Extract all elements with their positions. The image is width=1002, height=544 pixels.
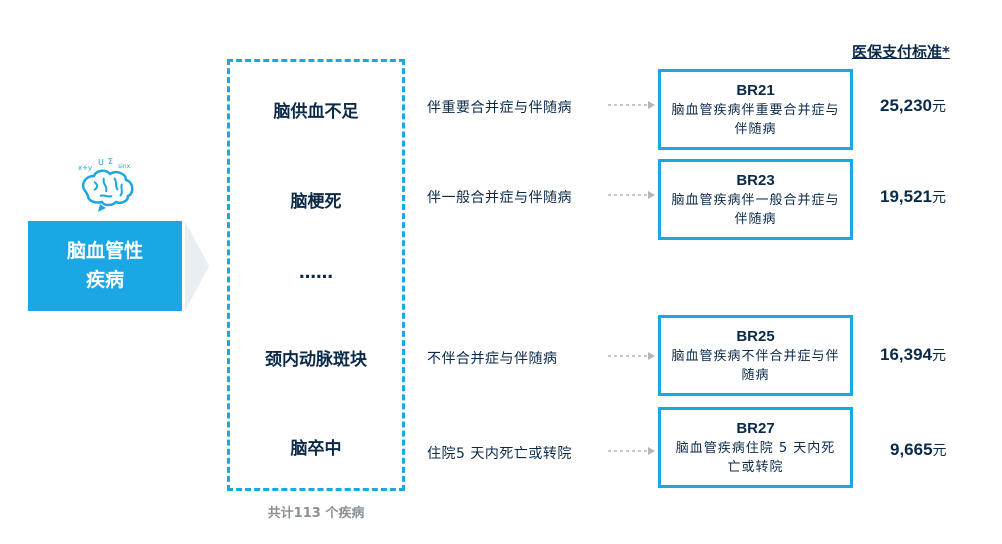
drg-group-box: BR21 脑血管疾病伴重要合并症与伴随病 (658, 69, 853, 150)
disease-item: 脑供血不足 (273, 102, 359, 122)
dashed-arrow-icon (608, 191, 655, 199)
price-column-header: 医保支付标准* (852, 43, 950, 61)
payment-standard: 16,394元 (880, 345, 946, 365)
drg-code: BR23 (736, 171, 775, 189)
disease-list-box (227, 59, 405, 491)
dashed-arrow-icon (608, 352, 655, 360)
svg-text:Σ: Σ (108, 157, 113, 166)
drg-group-box: BR25 脑血管疾病不伴合并症与伴随病 (658, 315, 853, 396)
category-label-line2: 疾病 (85, 269, 124, 291)
price-unit: 元 (932, 190, 946, 206)
drg-description: 脑血管疾病不伴合并症与伴随病 (671, 348, 840, 383)
drg-group-box: BR27 脑血管疾病住院 5 天内死亡或转院 (658, 407, 853, 488)
drg-description: 脑血管疾病伴重要合并症与伴随病 (671, 102, 840, 137)
brain-icon: x+y U Σ sinx (78, 157, 134, 212)
drg-description: 脑血管疾病伴一般合并症与伴随病 (671, 192, 840, 227)
condition-label: 不伴合并症与伴随病 (427, 351, 558, 367)
category-label-line1: 脑血管性 (66, 240, 143, 262)
drg-description: 脑血管疾病住院 5 天内死亡或转院 (675, 440, 836, 475)
condition-label: 伴一般合并症与伴随病 (427, 190, 572, 206)
price-unit: 元 (932, 99, 946, 115)
disease-item: 颈内动脉斑块 (265, 350, 367, 370)
drg-code: BR21 (736, 81, 775, 99)
price-value: 9,665 (890, 440, 933, 459)
disease-item: 脑梗死 (290, 192, 342, 212)
dashed-arrow-icon (608, 447, 655, 455)
price-value: 16,394 (880, 345, 932, 364)
payment-standard: 19,521元 (880, 187, 946, 207)
drg-code: BR27 (736, 419, 775, 437)
svg-text:U: U (98, 158, 104, 167)
disease-item: 脑卒中 (290, 439, 342, 459)
disease-item-ellipsis: …… (299, 263, 333, 283)
disease-count-note: 共计113 个疾病 (267, 506, 365, 521)
payment-standard: 9,665元 (890, 440, 947, 460)
price-unit: 元 (932, 443, 947, 459)
drg-group-box: BR23 脑血管疾病伴一般合并症与伴随病 (658, 159, 853, 240)
price-value: 25,230 (880, 96, 932, 115)
condition-label: 伴重要合并症与伴随病 (427, 100, 572, 116)
condition-label: 住院5 天内死亡或转院 (427, 446, 572, 462)
svg-text:sinx: sinx (118, 163, 131, 170)
drg-code: BR25 (736, 327, 775, 345)
price-value: 19,521 (880, 187, 932, 206)
payment-standard: 25,230元 (880, 96, 946, 116)
chevron-right-icon (185, 221, 209, 311)
dashed-arrow-icon (608, 101, 655, 109)
price-unit: 元 (932, 348, 946, 364)
svg-text:x+y: x+y (78, 164, 92, 172)
category-box: 脑血管性 疾病 (28, 221, 182, 311)
